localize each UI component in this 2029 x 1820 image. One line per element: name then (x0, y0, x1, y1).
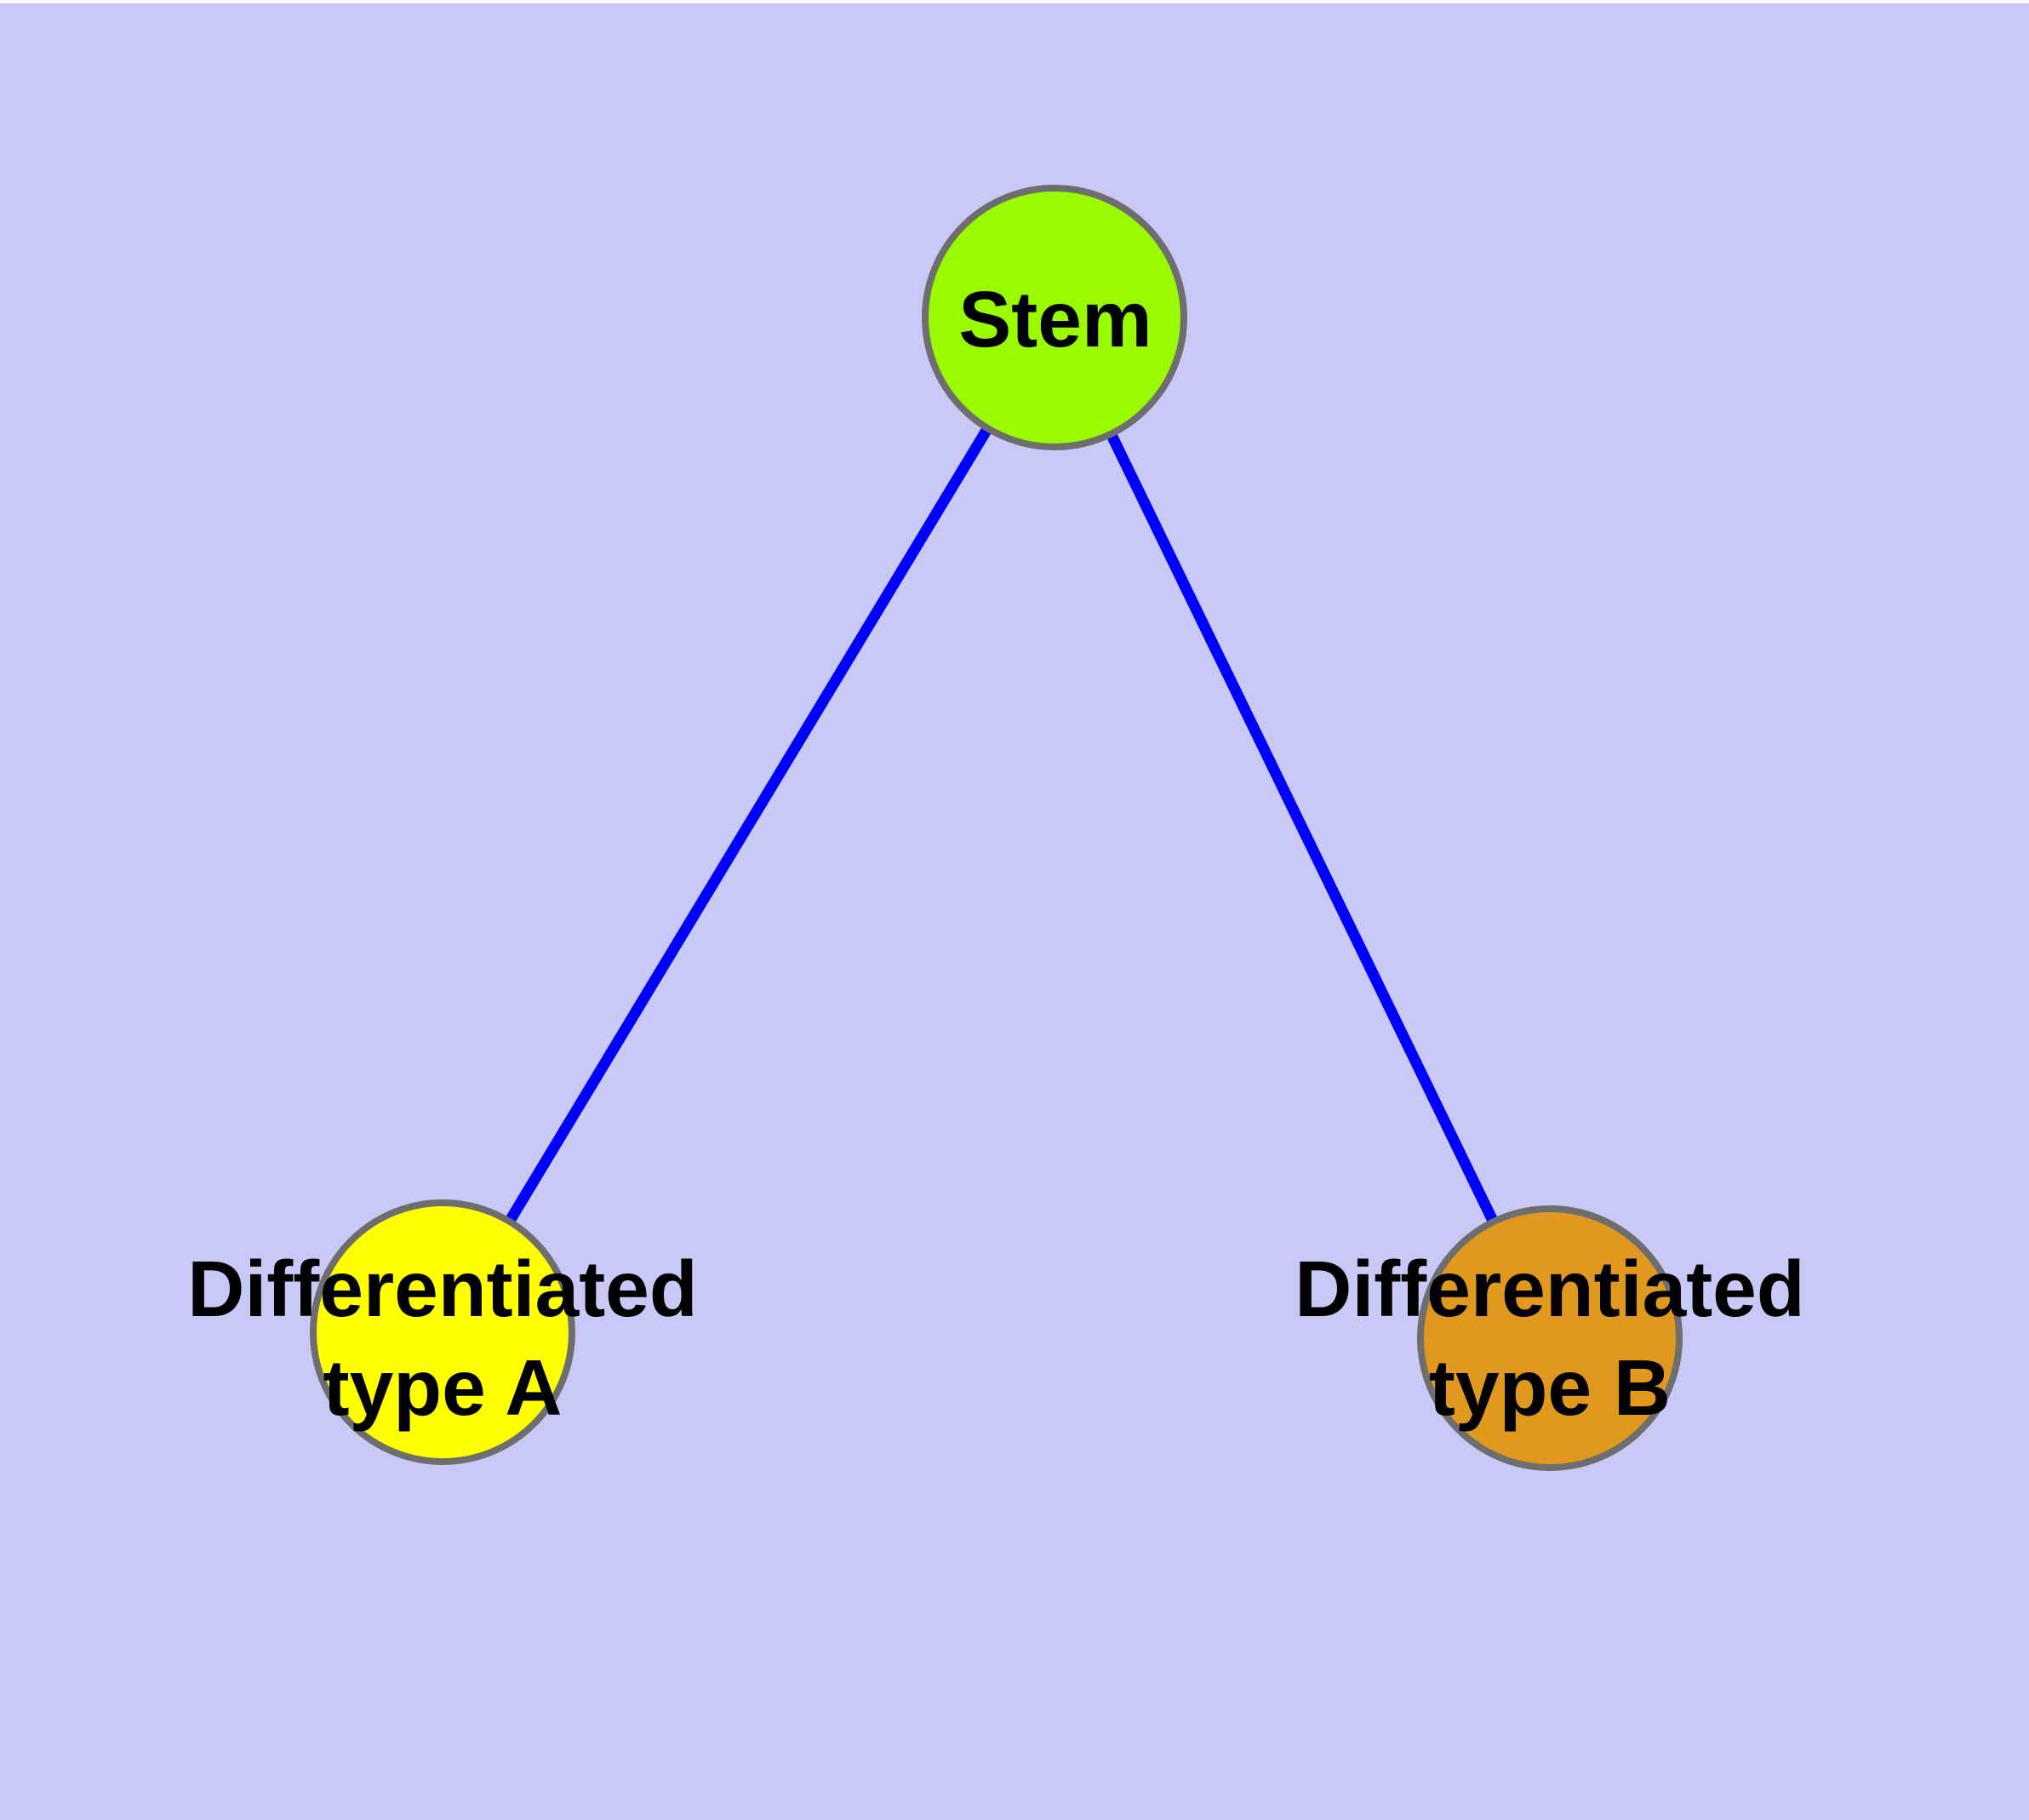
node-type-a-label-line1: Differentiated (187, 1245, 697, 1333)
edges (437, 314, 1555, 1341)
node-type-b-label-line1: Differentiated (1295, 1245, 1804, 1333)
node-type-b-label-line2: type B (1429, 1343, 1671, 1432)
node-differentiated-type-b[interactable] (1417, 1205, 1683, 1471)
node-type-a-label-line2: type A (323, 1343, 563, 1432)
edge-stem-to-type-a (437, 314, 1060, 1336)
node-stem-label: Stem (958, 275, 1152, 363)
node-labels: Stem Differentiated type A Differentiate… (187, 275, 1804, 1432)
node-differentiated-type-a[interactable] (310, 1199, 575, 1465)
edge-stem-to-type-b (1049, 315, 1555, 1341)
nodes (310, 185, 1683, 1471)
top-edge-strip (0, 0, 2029, 3)
node-stem[interactable] (922, 185, 1187, 450)
